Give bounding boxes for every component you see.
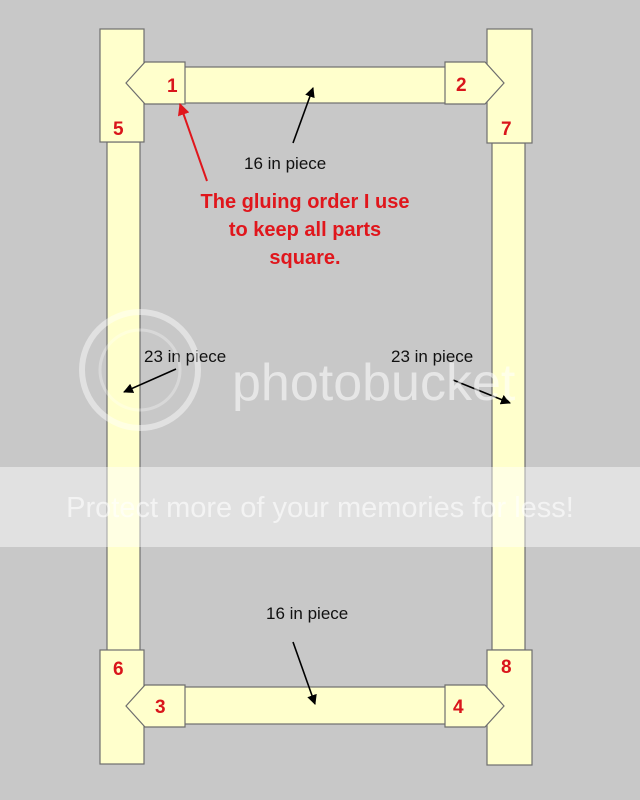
connector-bottom-right [444, 684, 505, 728]
corner-number-8: 8 [501, 657, 512, 678]
left-pipe [106, 141, 141, 652]
bottom-pipe [179, 686, 449, 725]
connector-top-left [125, 61, 186, 105]
right-piece-arrow [452, 379, 511, 405]
right-piece-label: 23 in piece [391, 347, 473, 366]
corner-number-5: 5 [113, 119, 124, 140]
left-piece-arrow [123, 368, 177, 393]
corner-number-3: 3 [155, 697, 166, 718]
photobucket-watermark: photobucket Protect more of your memorie… [0, 309, 640, 547]
corner-number-1: 1 [167, 76, 178, 97]
watermark-ring-inner [98, 328, 182, 412]
watermark-ring [79, 309, 201, 431]
gluing-order-arrow [177, 103, 208, 182]
corner-number-6: 6 [113, 659, 124, 680]
watermark-tagline: Protect more of your memories for less! [66, 492, 574, 524]
watermark-band [0, 467, 640, 547]
corner-number-2: 2 [456, 75, 467, 96]
connector-bottom-left [125, 684, 186, 728]
gluing-note-line-2: to keep all parts [229, 219, 381, 241]
watermark-brand: photobucket [232, 354, 516, 412]
connector-top-right [444, 61, 505, 105]
corner-number-4: 4 [453, 697, 464, 718]
top-piece-label: 16 in piece [244, 154, 326, 173]
top-pipe [179, 66, 449, 104]
bottom-piece-arrow [292, 641, 317, 705]
gluing-note-line-1: The gluing order I use [201, 191, 410, 213]
corner-number-7: 7 [501, 119, 512, 140]
gluing-note-line-3: square. [269, 247, 340, 269]
top-piece-arrow [292, 87, 315, 144]
left-piece-label: 23 in piece [144, 347, 226, 366]
bottom-piece-label: 16 in piece [266, 604, 348, 623]
